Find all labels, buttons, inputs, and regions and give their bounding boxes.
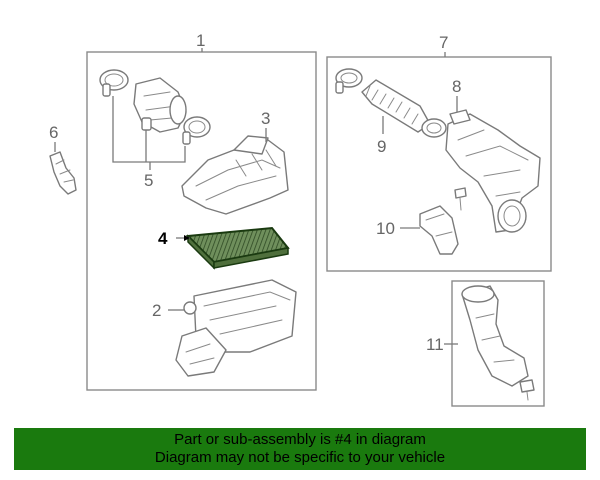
parts-diagram: 1 2 3 4 5 6 7 8 9 10 11	[49, 31, 552, 407]
info-banner: Part or sub-assembly is #4 in diagram Di…	[14, 428, 586, 470]
callout-6[interactable]: 6	[49, 123, 58, 142]
part-5-airflow-housing[interactable]	[133, 77, 187, 133]
part-5-clamp-right[interactable]	[182, 116, 211, 145]
callout-10[interactable]: 10	[376, 219, 395, 238]
part-11-clip[interactable]	[519, 379, 535, 401]
part-6-sensor[interactable]	[49, 142, 77, 195]
part-7-clamp-2[interactable]	[421, 118, 447, 138]
part-5-clamp-left[interactable]	[99, 69, 129, 97]
callout-11[interactable]: 11	[426, 335, 444, 354]
callout-4[interactable]: 4	[158, 229, 168, 248]
callout-8[interactable]: 8	[452, 77, 461, 96]
part-4-air-filter[interactable]	[176, 226, 290, 270]
group-box-7	[326, 56, 552, 272]
callout-5[interactable]: 5	[144, 171, 153, 190]
part-7-intake-duct[interactable]	[445, 113, 541, 233]
part-10-elbow[interactable]	[400, 205, 459, 255]
banner-line-1: Part or sub-assembly is #4 in diagram	[174, 431, 426, 448]
part-9-hose[interactable]	[361, 79, 431, 134]
part-2-lower-box[interactable]	[168, 279, 297, 377]
callout-9[interactable]: 9	[377, 137, 386, 156]
callout-3[interactable]: 3	[261, 109, 270, 128]
part-11-inlet-duct[interactable]	[444, 285, 529, 387]
part-7-clamp[interactable]	[335, 68, 363, 94]
part-3-upper-cover[interactable]	[181, 128, 289, 215]
part-8-bracket[interactable]	[449, 96, 471, 125]
banner-line-2: Diagram may not be specific to your vehi…	[154, 449, 446, 466]
callout-2[interactable]: 2	[152, 301, 161, 320]
callout-1[interactable]: 1	[196, 31, 205, 50]
callout-7[interactable]: 7	[439, 33, 448, 52]
part-7-bolt[interactable]	[454, 187, 467, 211]
